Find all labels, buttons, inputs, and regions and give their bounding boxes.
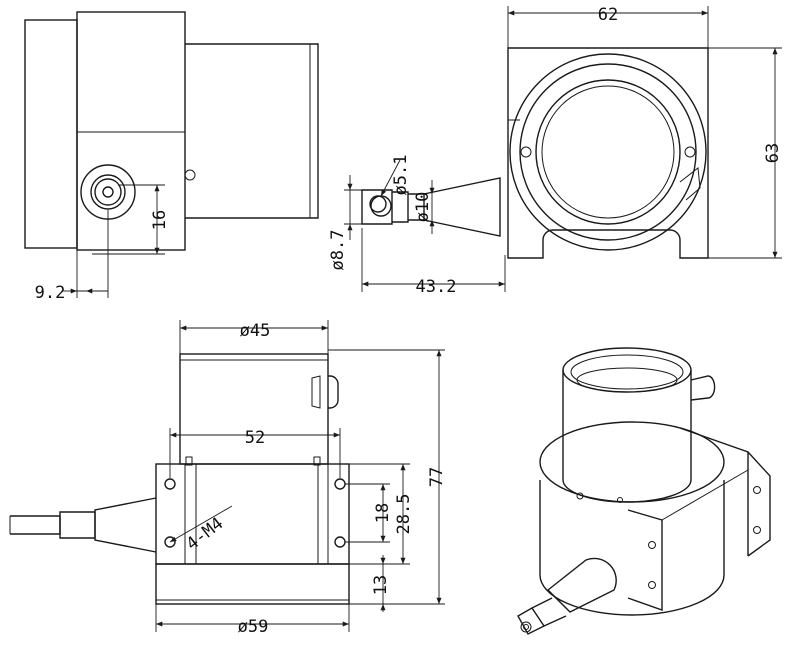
dim-d10-label: ø10 xyxy=(413,192,433,223)
iso-drum xyxy=(562,370,692,503)
front-view-housing xyxy=(507,47,709,259)
mount-hole-3 xyxy=(334,478,346,490)
dim-18-label: 18 xyxy=(373,503,393,523)
iso-screw-boss xyxy=(690,375,716,401)
dim-77-label: 77 xyxy=(427,467,447,487)
cable-end-taper xyxy=(423,177,501,237)
side-view-body xyxy=(76,11,186,251)
dim-9-2-label: 9.2 xyxy=(35,283,66,303)
dim-d45-label: ø45 xyxy=(240,321,271,341)
iso-flange-front xyxy=(627,509,663,611)
mount-hole-4 xyxy=(334,536,346,548)
top-view-bottom-plate xyxy=(155,563,350,605)
side-view-drum-housing xyxy=(185,43,319,219)
front-view-screw-left xyxy=(520,146,532,158)
iso-flange-right xyxy=(679,427,771,557)
m4-thread-label: 4-M4 xyxy=(183,514,228,555)
mount-hole-1 xyxy=(164,478,176,490)
top-view-screw-boss xyxy=(328,375,339,409)
dim-43-2-label: 43.2 xyxy=(416,277,457,297)
dim-d59-label: ø59 xyxy=(238,617,269,637)
cable-end-collar xyxy=(392,191,409,223)
front-view-drum xyxy=(535,79,681,225)
cable-end-eyelet xyxy=(361,189,393,225)
dim-28-5-label: 28.5 xyxy=(394,494,414,535)
dim-63-label: 63 xyxy=(763,143,783,163)
dim-d5-1-label: ø5.1 xyxy=(391,155,411,196)
side-view-front-cover xyxy=(24,19,78,249)
dim-13-label: 13 xyxy=(371,575,391,595)
dim-52-label: 52 xyxy=(245,428,265,448)
side-view-screw xyxy=(184,169,196,181)
dim-16-label: 16 xyxy=(150,210,170,230)
dim-62-label: 62 xyxy=(598,5,618,25)
iso-cable-outlet xyxy=(546,557,617,613)
top-view-cable-taper xyxy=(94,497,157,553)
front-view: 62 63 xyxy=(507,5,783,259)
front-view-flange-outer xyxy=(509,53,707,251)
isometric-view xyxy=(517,347,771,635)
top-view: ø45 52 77 18 28.5 13 ø59 4-M4 xyxy=(9,320,447,637)
cable-end-detail: ø5.1 ø8.7 ø10 43.2 xyxy=(328,155,506,297)
front-view-screw-right xyxy=(684,146,696,158)
iso-base xyxy=(539,480,725,616)
front-view-cable-slot xyxy=(679,167,701,201)
dim-d8-7-label: ø8.7 xyxy=(328,230,348,271)
top-view-cable xyxy=(10,515,61,535)
side-view: 16 9.2 xyxy=(24,11,319,303)
